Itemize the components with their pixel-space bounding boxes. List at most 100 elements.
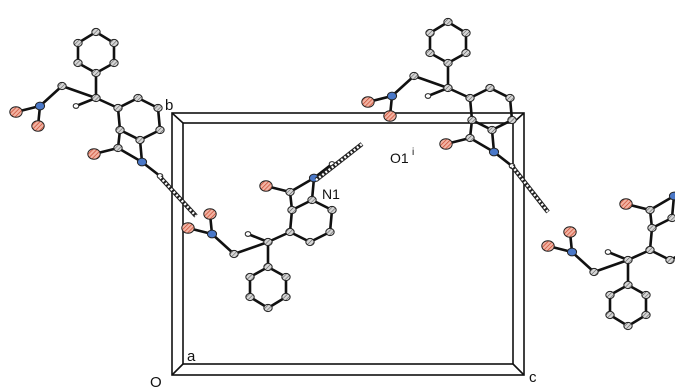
bond-upper-right-8 [412, 74, 450, 90]
carbon-atom-upper-right-14 [505, 93, 515, 103]
nitrogen-atom-upper-right-9 [386, 91, 398, 101]
bond-center-9 [210, 232, 236, 256]
carbon-atom-upper-right-8 [409, 71, 419, 81]
carbon-atom-upper-right-17 [467, 115, 477, 125]
carbon-atom-left-13 [133, 93, 143, 103]
carbon-atom-right-8 [589, 267, 599, 277]
carbon-atom-upper-right-13 [485, 83, 495, 93]
oxygen-atom-right-10 [541, 240, 555, 252]
molecule-left [9, 27, 165, 179]
carbon-atom-center-2 [281, 272, 291, 282]
carbon-atom-center-13 [305, 237, 315, 247]
nitrogen-atom-center-9 [206, 229, 218, 239]
carbon-atom-left-4 [73, 58, 83, 68]
hbond-dash-upper-to-right [511, 165, 549, 213]
carbon-atom-center-16 [307, 195, 317, 205]
nitrogen-atom-left-9 [34, 101, 46, 111]
carbon-atom-center-3 [263, 262, 273, 272]
molecule-center [181, 161, 337, 313]
origin-label: O [150, 374, 162, 389]
atom-o1-label: O1 [390, 150, 409, 166]
carbon-atom-center-14 [325, 227, 335, 237]
carbon-atom-right-0 [623, 321, 633, 331]
bond-left-9 [38, 84, 64, 108]
bond-center-8 [232, 240, 270, 256]
atom-n1-label: N1 [322, 186, 340, 202]
oxygen-atom-center-10 [181, 222, 195, 234]
carbon-atom-left-2 [109, 58, 119, 68]
atom-o1-superscript: i [412, 147, 414, 158]
carbon-atom-center-15 [327, 205, 337, 215]
carbon-atom-center-12 [285, 227, 295, 237]
carbon-atom-right-1 [641, 310, 651, 320]
nitrogen-atom-right-9 [566, 247, 578, 257]
oxygen-atom-center-19 [259, 180, 273, 192]
carbon-atom-left-15 [155, 125, 165, 135]
carbon-atom-upper-right-15 [507, 115, 517, 125]
molecule-upper-right [361, 17, 517, 169]
carbon-atom-right-17 [647, 223, 657, 233]
oxygen-atom-upper-right-10 [361, 96, 375, 108]
oxygen-atom-right-11 [563, 226, 577, 238]
carbon-atom-left-5 [73, 38, 83, 48]
axis-c-label: c [529, 369, 537, 386]
axis-b-label: b [165, 97, 173, 114]
carbon-atom-left-12 [113, 103, 123, 113]
carbon-atom-upper-right-6 [443, 83, 453, 93]
oxygen-atom-left-19 [87, 148, 101, 160]
oxygen-atom-right-19 [619, 198, 633, 210]
oxygen-atom-upper-right-19 [439, 138, 453, 150]
hydrogen-bond-upper-to-right [510, 164, 550, 214]
hydrogen-atom-right-7 [604, 249, 612, 255]
carbon-atom-right-18 [645, 205, 655, 215]
labels-layer: b a O c N1 O1 i [150, 97, 537, 389]
nitrogen-atom-left-20 [136, 157, 148, 167]
carbon-atom-right-16 [667, 213, 675, 223]
carbon-atom-center-18 [285, 187, 295, 197]
carbon-atom-upper-right-18 [465, 133, 475, 143]
carbon-atom-left-0 [91, 27, 101, 37]
hydrogen-bond-left-to-center [158, 175, 198, 218]
molecules-layer [9, 17, 675, 331]
carbon-atom-center-6 [263, 237, 273, 247]
carbon-atom-upper-right-16 [487, 125, 497, 135]
carbon-atom-center-4 [245, 272, 255, 282]
bond-right-9 [570, 250, 596, 274]
carbon-atom-upper-right-4 [425, 48, 435, 58]
carbon-atom-right-3 [623, 280, 633, 290]
unit-cell-corner-bl [171, 363, 184, 376]
nitrogen-atom-upper-right-20 [488, 147, 500, 157]
molecule-right [541, 191, 675, 331]
hydrogen-atom-center-7 [244, 231, 252, 237]
carbon-atom-left-18 [113, 143, 123, 153]
carbon-atom-right-5 [605, 310, 615, 320]
carbon-atom-right-6 [623, 255, 633, 265]
hydrogen-atom-left-7 [72, 103, 80, 109]
carbon-atom-upper-right-1 [461, 28, 471, 38]
unit-cell-corner-br [512, 363, 525, 376]
carbon-atom-left-17 [115, 125, 125, 135]
carbon-atom-left-3 [91, 68, 101, 78]
oxygen-atom-center-11 [203, 208, 217, 220]
carbon-atom-center-1 [281, 292, 291, 302]
carbon-atom-center-0 [263, 303, 273, 313]
carbon-atom-left-14 [153, 103, 163, 113]
nitrogen-atom-right-20 [668, 191, 675, 201]
carbon-atom-upper-right-5 [425, 28, 435, 38]
carbon-atom-right-12 [645, 245, 655, 255]
carbon-atom-left-16 [135, 135, 145, 145]
bond-right-8 [592, 258, 630, 274]
unit-cell-inner-edge [182, 122, 514, 365]
oxygen-atom-left-10 [9, 106, 23, 118]
hydrogen-atom-upper-right-7 [424, 93, 432, 99]
hbond-dash-center-to-upper [315, 143, 363, 181]
bond-left-8 [60, 84, 98, 100]
carbon-atom-left-6 [91, 93, 101, 103]
unit-cell-corner-tl [171, 112, 184, 124]
carbon-atom-upper-right-12 [465, 93, 475, 103]
unit-cell [171, 112, 525, 376]
carbon-atom-left-1 [109, 38, 119, 48]
hbond-dash-left-to-center [159, 176, 197, 217]
